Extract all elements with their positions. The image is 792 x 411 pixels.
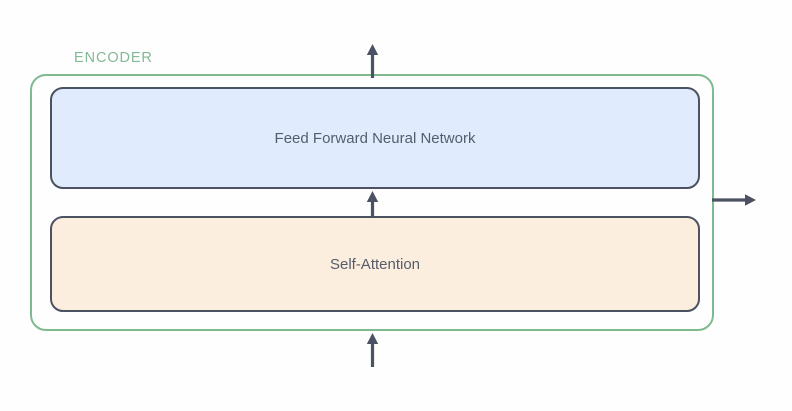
self-attention-label: Self-Attention [329, 255, 421, 273]
encoder-output-up-arrow [359, 42, 387, 78]
encoder-output-right-arrow [712, 186, 760, 214]
self-attention-box[interactable]: Self-Attention [50, 216, 700, 312]
feed-forward-neural-network-label: Feed Forward Neural Network [274, 129, 476, 147]
feed-forward-neural-network-box[interactable]: Feed Forward Neural Network [50, 87, 700, 189]
encoder-label: ENCODER [74, 50, 153, 66]
encoder-input-up-arrow [359, 331, 387, 367]
